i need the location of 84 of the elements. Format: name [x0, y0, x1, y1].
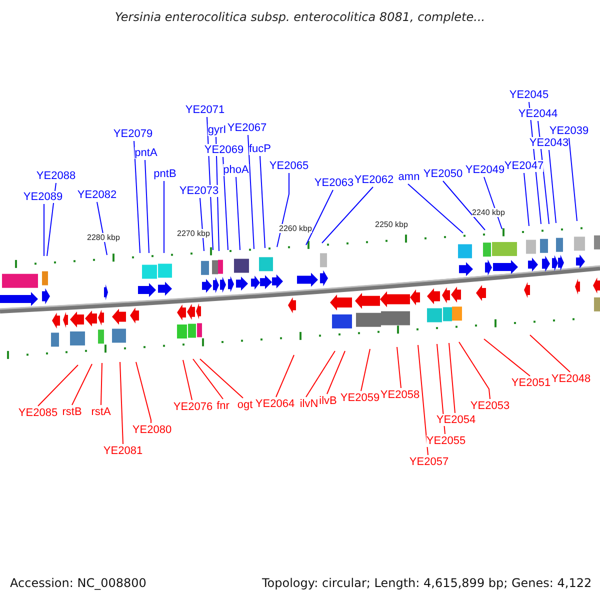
gene-label: YE2051: [511, 377, 551, 389]
gene-label: fnr: [216, 400, 230, 412]
gene-label: YE2043: [529, 137, 569, 149]
gene-label: ogt: [237, 399, 253, 411]
leader-line: [568, 138, 578, 222]
leader-line: [306, 350, 336, 398]
gene-label: ilvN: [300, 398, 318, 410]
gene-label: amn: [398, 171, 420, 183]
gene-label: YE2089: [23, 191, 63, 203]
gene-label: YE2053: [470, 400, 510, 412]
scale-label: 2250 kbp: [375, 220, 408, 229]
leader-line: [72, 364, 92, 406]
gene-label: YE2067: [227, 122, 267, 134]
gene-label: YE2063: [314, 177, 354, 189]
leader-line: [458, 342, 490, 400]
leader-line: [408, 184, 464, 234]
leader-line: [442, 180, 486, 230]
gene-label: YE2082: [77, 189, 117, 201]
leader-line: [144, 160, 150, 254]
leader-line: [192, 358, 224, 400]
gene-label: YE2073: [179, 185, 219, 197]
gene-label: YE2050: [423, 168, 463, 180]
gene-label: YE2065: [269, 160, 309, 172]
gene-label: YE2055: [426, 435, 466, 447]
gene-label: YE2080: [132, 424, 172, 436]
leader-line: [136, 362, 152, 424]
scale-label: 2280 kbp: [87, 233, 120, 242]
gene-label: fucP: [249, 143, 271, 155]
leader-line: [134, 140, 140, 254]
leader-line: [306, 190, 334, 246]
gene-label: YE2048: [551, 373, 591, 385]
leader-line: [548, 150, 556, 224]
leader-line: [260, 156, 266, 248]
gene-label: YE2064: [255, 398, 295, 410]
leader-line: [322, 186, 374, 244]
leader-line: [236, 176, 240, 250]
leader-line: [38, 364, 78, 406]
gene-label: YE2059: [340, 392, 380, 404]
leader-line: [182, 360, 192, 400]
leader-line: [448, 342, 456, 414]
gene-label: YE2057: [409, 456, 449, 468]
gene-label: rstA: [91, 406, 111, 418]
leader-line: [530, 334, 570, 372]
scale-label: 2270 kbp: [177, 229, 210, 238]
leader-line: [248, 134, 254, 250]
leader-line: [326, 350, 346, 394]
gene-label: YE2081: [103, 445, 143, 457]
leader-line: [396, 346, 402, 388]
gene-label: YE2044: [518, 108, 558, 120]
leader-line: [360, 348, 370, 392]
gene-label: YE2085: [18, 407, 58, 419]
accession-text: Accession: NC_008800: [10, 576, 146, 590]
leader-line: [222, 156, 228, 250]
leader-line: [276, 172, 290, 248]
gene-label: gyrI: [208, 124, 226, 136]
genome-summary-text: Topology: circular; Length: 4,615,899 bp; Genes: 4,122: [262, 576, 592, 590]
map-title: Yersinia enterocolitica subsp. enterocolitica 8081, complete...: [114, 10, 486, 24]
leader-line: [418, 344, 428, 456]
gene-label: YE2069: [204, 144, 244, 156]
gene-label: YE2054: [436, 414, 476, 426]
leader-line: [484, 338, 530, 376]
gene-label: YE2045: [509, 89, 549, 101]
gene-label: YE2058: [380, 389, 420, 401]
gene-label: YE2088: [36, 170, 76, 182]
scale-label: 2240 kbp: [472, 208, 505, 217]
gene-label: rstB: [62, 406, 82, 418]
gene-label: phoA: [223, 164, 249, 176]
leader-line: [524, 172, 530, 226]
leader-line: [200, 358, 244, 398]
leader-line: [436, 344, 446, 434]
gene-label: YE2049: [465, 164, 505, 176]
gene-label: YE2079: [113, 128, 153, 140]
leader-line: [100, 362, 102, 406]
gene-label: YE2071: [185, 104, 225, 116]
leader-line: [120, 362, 124, 444]
gene-label: YE2039: [549, 125, 589, 137]
gene-label: YE2062: [354, 174, 394, 186]
scale-label: 2260 kbp: [279, 224, 312, 233]
gene-label: ilvB: [319, 395, 337, 407]
gene-label: pntB: [154, 168, 176, 180]
gene-label: pntA: [134, 147, 158, 159]
gene-label: YE2047: [504, 160, 544, 172]
gene-label: YE2076: [173, 401, 213, 413]
leader-line: [276, 354, 294, 398]
